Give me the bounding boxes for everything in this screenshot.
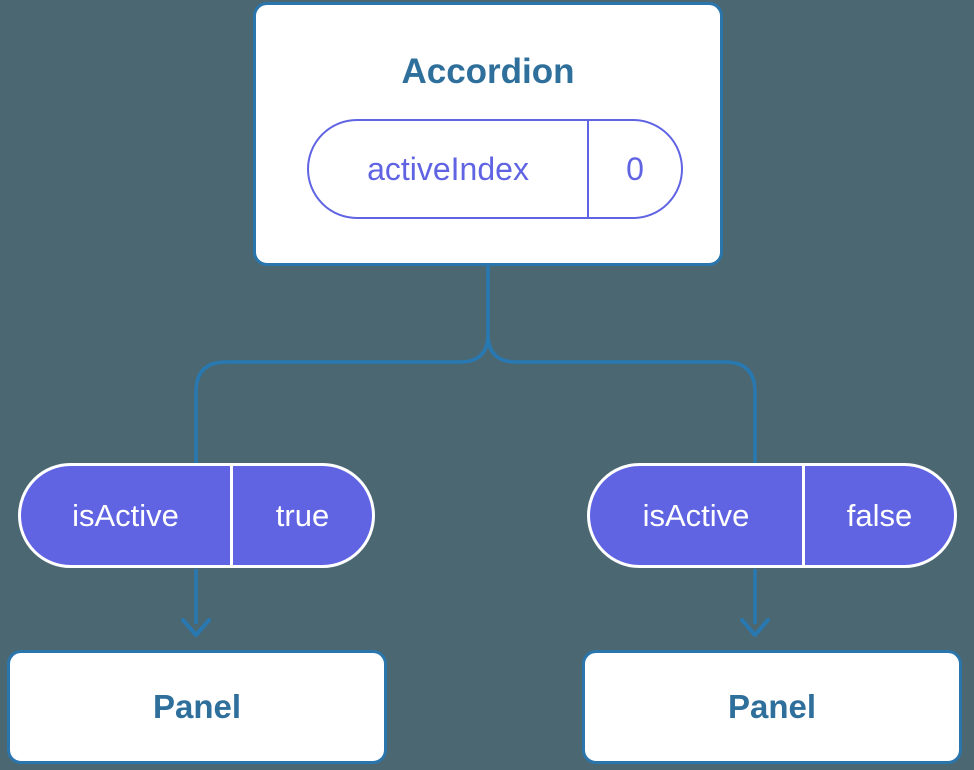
state-pill-activeindex: activeIndex 0 [307, 119, 683, 219]
panel-node-title: Panel [727, 688, 817, 725]
arrow-down-icon [740, 618, 770, 637]
arrow-down-icon [181, 618, 211, 637]
pill-divider [230, 466, 233, 565]
panel-node-title: Panel [152, 688, 242, 725]
panel-node-right: Panel [582, 650, 962, 764]
accordion-node-title: Accordion [401, 52, 575, 91]
state-pill-value: 0 [626, 150, 644, 187]
prop-pill-name: isActive [642, 497, 750, 533]
prop-pill-name: isActive [72, 497, 179, 533]
prop-pill-isactive-false: isActive false [587, 463, 957, 568]
panel-node-left: Panel [7, 650, 387, 764]
state-pill-name: activeIndex [367, 150, 529, 187]
pill-divider [802, 466, 805, 565]
prop-pill-isactive-true: isActive true [18, 463, 375, 568]
prop-pill-value: false [846, 497, 913, 533]
branch-line-left [194, 266, 490, 463]
prop-pill-value: true [275, 497, 330, 533]
pill-divider [587, 121, 589, 217]
branch-line-right [486, 266, 757, 463]
